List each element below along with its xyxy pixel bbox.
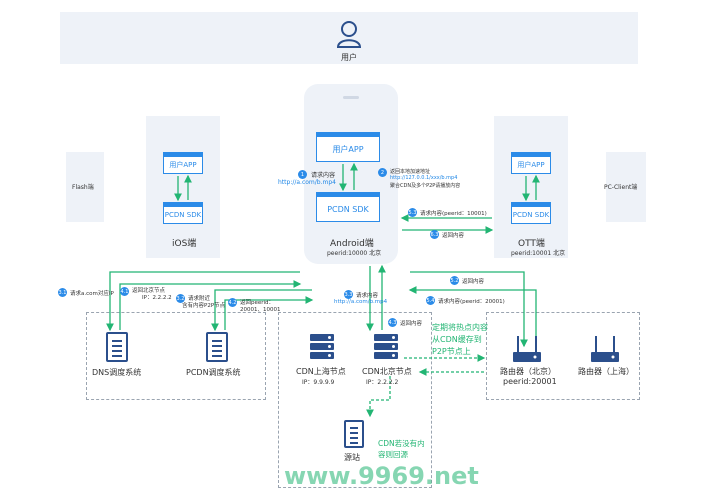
dns-scheduler-icon [106,332,128,362]
ott-client-panel [494,116,568,258]
step-1-badge: 1 [298,170,307,179]
cdn-region [278,312,432,488]
origin-label: 源站 [344,453,360,462]
step-4-3-text: 返回内容 [400,321,423,327]
step-2-line3: 聚合CDN及多个P2P请播放内容 [390,183,461,189]
origin-note-line2: 容则回源 [378,450,408,459]
cache-note-line1: 定期将热点内容 [432,323,488,332]
ott-user-app: 用户APP [511,152,551,174]
step-2-line2: http://127.0.0.1/xxx/b.mp4 [390,175,458,181]
step-5-4-text: 请求内容(peerid：20001) [438,299,505,305]
step-4-1-line2: IP：2.2.2.2 [142,295,172,301]
user-bar [60,12,638,64]
step-4-1-badge: 4.1 [120,287,129,296]
android-pcdn-sdk: PCDN SDK [316,192,380,222]
step-2-badge: 2 [378,168,387,177]
ott-client-label: OTT端 [518,239,545,249]
step-3-2-line2: 含有内容P2P节点 [182,303,226,309]
step-3-2-line1: 请求附近 [188,296,211,302]
step-6-3-text: 返回内容 [442,233,465,239]
step-6-3-badge: 6.3 [430,230,439,239]
cdn-shanghai-label: CDN上海节点 [296,367,346,376]
step-3-3-url: http://a.com/b.mp4 [334,299,388,305]
step-4-2-line1: 返回peerid： [240,300,275,306]
watermark: www.9969.net [284,462,479,490]
pc-client-panel [606,152,646,222]
origin-note-line1: CDN若没有内 [378,439,425,448]
ott-pcdn-sdk: PCDN SDK [511,202,551,224]
ott-peer-label: peerid:10001 北京 [511,250,566,257]
step-5-3-text: 请求内容(peerid：10001) [420,211,487,217]
pcdn-scheduler-icon [206,332,228,362]
step-4-2-line2: 20001、10001 [240,307,281,313]
dns-scheduler-label: DNS调度系统 [92,368,142,377]
router-shanghai-label: 路由器（上海） [578,367,634,376]
step-3-3-text: 请求内容 [356,293,379,299]
flash-client-label: Flash端 [72,184,94,191]
step-5-2-text: 返回内容 [462,279,485,285]
step-1-title: 请求内容 [311,172,336,179]
router-shanghai-icon [591,336,619,362]
pcdn-scheduler-label: PCDN调度系统 [186,368,241,377]
step-3-2-badge: 3.2 [176,294,185,303]
step-3-1-badge: 3.1 [58,288,67,297]
user-label: 用户 [341,53,357,62]
android-client-label: Android端 [330,239,374,249]
cdn-beijing-label: CDN北京节点 [362,367,412,376]
step-4-3-badge: 4.3 [388,318,397,327]
scheduling-region [86,312,266,400]
step-4-2-badge: 4.2 [228,298,237,307]
cache-note-line2: 从CDN缓存到 [432,335,482,344]
step-3-3-badge: 3.3 [344,290,353,299]
origin-server-icon [344,420,364,448]
android-peer-label: peerid:10000 北京 [327,250,382,257]
cdn-beijing-ip: IP：2.2.2.2 [366,379,399,386]
android-user-app: 用户APP [316,132,380,162]
ios-pcdn-sdk: PCDN SDK [163,202,203,224]
user-icon [336,21,362,48]
cache-note-line3: P2P节点上 [432,347,471,356]
step-5-2-badge: 5.2 [450,276,459,285]
router-beijing-label: 路由器（北京） [500,367,556,376]
ios-client-label: iOS端 [172,239,197,249]
router-region [486,312,640,400]
router-beijing-icon [513,336,541,362]
ios-client-panel [146,116,220,258]
step-5-4-badge: 5.4 [426,296,435,305]
step-1-url: http://a.com/b.mp4 [278,179,336,186]
flash-client-panel [66,152,104,222]
ios-user-app: 用户APP [163,152,203,174]
step-2-line1: 返回本地加速地址 [390,169,431,175]
step-4-1-line1: 返回北京节点 [132,288,166,294]
step-5-3-badge: 5.3 [408,208,417,217]
cdn-shanghai-ip: IP：9.9.9.9 [302,379,335,386]
android-speaker [343,96,359,99]
step-3-1-text: 请求a.com对应IP [70,291,114,297]
pc-client-label: PC-Client端 [604,184,638,191]
router-beijing-peer: peerid:20001 [503,377,557,386]
